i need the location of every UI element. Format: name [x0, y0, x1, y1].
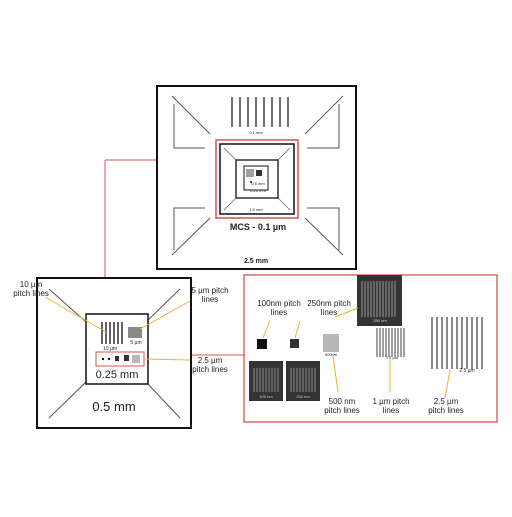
callout-2-5um: 2.5 µm pitch lines — [192, 356, 228, 374]
bottom-dot-1 — [101, 357, 105, 361]
label-2-5um-detail: 2.5 µm pitch lines — [428, 397, 464, 415]
top-center-block — [256, 170, 262, 176]
top-title: MCS - 0.1 µm — [229, 222, 287, 232]
label-small-0-5: 0.5 mm — [251, 181, 265, 186]
chip-caption-100nm: 100 nm — [259, 394, 273, 399]
callout-5um-line — [139, 300, 191, 330]
callout-100nm-line — [262, 319, 271, 339]
label-0-25mm: 0.25 mm — [95, 369, 139, 381]
top-pitch-lines — [231, 97, 289, 127]
label-250nm: 250nm pitch lines — [307, 299, 351, 317]
label-100nm: 100nm pitch lines — [257, 299, 301, 317]
inner-10um: 10 µm — [103, 346, 117, 352]
callout-250nm-line — [294, 320, 301, 339]
label-0-1mm: 0.1 mm — [249, 130, 263, 135]
callout-2-5um-detail — [444, 369, 451, 399]
bottom-5um-lines — [128, 327, 142, 338]
lines-2-5um — [431, 317, 483, 369]
label-0-5mm: 0.5 mm — [92, 399, 136, 414]
top-frame-left — [173, 104, 205, 149]
top-diagonal-tr — [304, 95, 344, 135]
top-center-square — [243, 165, 269, 191]
bottom-square-chip-a — [115, 356, 119, 361]
callout-10um-line — [44, 296, 107, 333]
chip-caption-large: 250 nm — [373, 318, 387, 323]
bottom-inner-square — [85, 313, 149, 385]
inner-500nm: 500nm — [324, 352, 338, 357]
bottom-square-chip-b — [124, 355, 129, 361]
top-center-lines — [246, 169, 254, 177]
lines-500nm — [323, 334, 339, 352]
inner-1um: 1.0 µm — [385, 355, 399, 360]
top-frame-right — [307, 104, 340, 149]
bottom-2-5um-lines — [132, 355, 140, 363]
marker-100nm — [257, 339, 267, 349]
label-500nm: 500 nm pitch lines — [324, 397, 360, 415]
detail-panel — [243, 274, 498, 423]
label-small-0-25: 0.25 mm — [250, 188, 266, 193]
chip-large — [357, 275, 402, 326]
chip-caption-250nm: 250 nm — [296, 394, 310, 399]
callout-2-5um-line — [144, 358, 191, 361]
bottom-dot-2 — [107, 357, 111, 361]
callout-250nm-to-chip — [334, 307, 359, 318]
lines-1um — [376, 328, 405, 357]
label-1um: 1 µm pitch lines — [372, 397, 410, 415]
bottom-square-panel — [36, 277, 192, 429]
callout-10um: 10 µm pitch lines — [13, 280, 49, 298]
marker-250nm — [290, 339, 299, 348]
top-diagonal-bl — [171, 217, 211, 256]
top-frame-right-b — [307, 207, 340, 250]
inner-2-5um: 2.5 µm — [459, 368, 475, 374]
inner-5um: 5 µm — [130, 340, 142, 346]
top-red-frame — [215, 139, 299, 219]
label-2-5mm: 2.5 mm — [243, 258, 269, 265]
top-square-panel — [156, 85, 357, 270]
top-frame-left-b — [173, 207, 205, 250]
callout-500nm-line — [332, 355, 339, 393]
callout-5um: 5 µm pitch lines — [191, 286, 229, 304]
top-diagonal-br — [304, 217, 344, 256]
label-1-0mm: 1.0 mm — [249, 207, 263, 212]
top-center-dot — [250, 181, 252, 183]
bottom-10um-lines — [101, 322, 123, 344]
bottom-red-row-frame — [95, 351, 145, 367]
top-diagonal-tl — [171, 95, 211, 135]
